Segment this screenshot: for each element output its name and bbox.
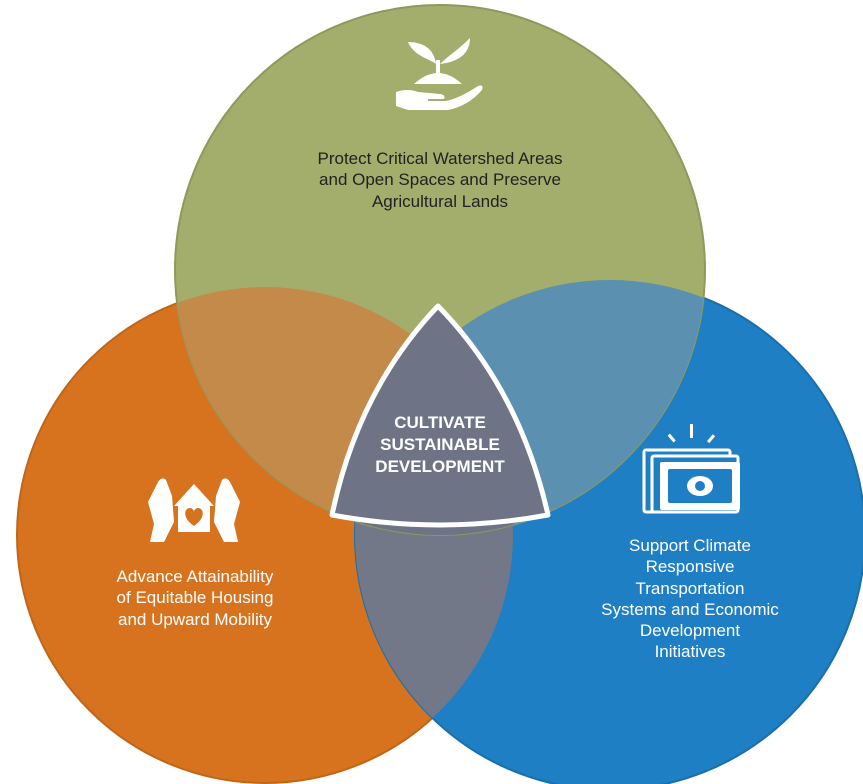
label-line: Development [639,621,741,640]
label-line: Protect Critical Watershed Areas [317,149,563,168]
center-frame [329,303,551,528]
label-support-climate-transportation: Support Climate Responsive Transportatio… [560,535,820,663]
label-line: SUSTAINABLE [380,435,500,455]
label-line: Advance Attainability [116,567,274,586]
label-line: Responsive [645,557,735,577]
label-line: of Equitable Housing [116,588,274,608]
label-line: Support Climate [629,536,751,555]
label-line: Agricultural Lands [371,191,509,211]
label-line: Systems and Economic [601,599,779,619]
label-advance-housing: Advance Attainability of Equitable Housi… [60,566,330,630]
label-line: Transportation [635,578,745,598]
label-line: and Open Spaces and Preserve [319,170,561,190]
hands-house-heart-icon [148,478,240,542]
money-bill-icon [642,424,740,514]
label-line: DEVELOPMENT [375,457,505,477]
hand-holding-plant-icon [396,38,483,110]
label-line: Initiatives [654,642,726,662]
label-line: CULTIVATE [394,413,486,432]
label-protect-watershed: Protect Critical Watershed Areas and Ope… [240,148,640,212]
label-line: and Upward Mobility [117,609,272,629]
label-cultivate-sustainable-development: CULTIVATE SUSTAINABLE DEVELOPMENT [340,412,540,478]
